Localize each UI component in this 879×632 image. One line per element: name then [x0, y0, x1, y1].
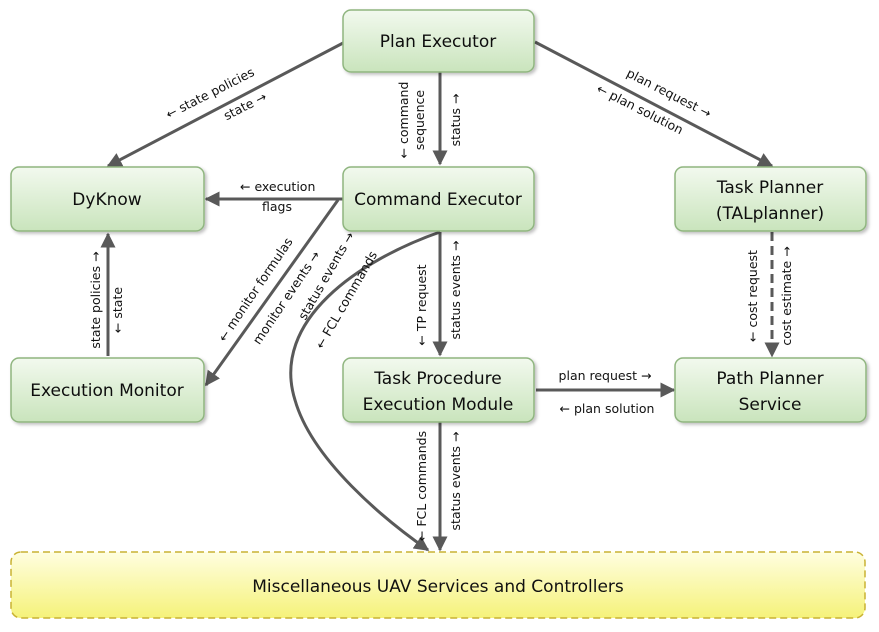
- task-planner-label-line2: (TALplanner): [716, 204, 824, 224]
- path-planner-label-line1: Path Planner: [716, 369, 823, 389]
- label-cost-estimate: cost estimate →: [779, 246, 794, 345]
- label-state-policies-vert: state policies →: [88, 251, 103, 348]
- arrow-plan-to-task-planner: [534, 40, 774, 168]
- label-tp-request: ← TP request: [414, 264, 429, 345]
- command-executor-box[interactable]: Command Executor: [342, 166, 535, 232]
- label-cost-request: ← cost request: [745, 250, 760, 342]
- label-state-vert: ← state: [110, 287, 125, 333]
- label-pp-plan-request: plan request →: [559, 368, 652, 383]
- tp-module-box[interactable]: Task Procedure Execution Module: [342, 357, 535, 423]
- label-execution-flags-2: flags: [262, 199, 292, 214]
- task-planner-label-line1: Task Planner: [716, 178, 823, 198]
- label-execution-flags-1: ← execution: [240, 179, 315, 194]
- misc-services-bus[interactable]: Miscellaneous UAV Services and Controlle…: [10, 551, 866, 619]
- connectors: [100, 40, 780, 552]
- execution-monitor-label: Execution Monitor: [30, 381, 183, 401]
- label-pp-plan-solution: ← plan solution: [560, 401, 655, 416]
- misc-services-label: Miscellaneous UAV Services and Controlle…: [252, 577, 624, 597]
- label-command-sequence-2: sequence: [412, 90, 427, 151]
- dyknow-label: DyKnow: [72, 190, 141, 210]
- path-planner-box[interactable]: Path Planner Service: [674, 357, 867, 423]
- path-planner-label-line2: Service: [739, 395, 802, 415]
- tp-module-label-line2: Execution Module: [363, 395, 514, 415]
- label-command-sequence-1: ← command: [396, 82, 411, 159]
- label-status-events-ce: status events →: [448, 241, 463, 340]
- arrow-command-executor-to-execution-monitor: [204, 199, 340, 387]
- command-executor-label: Command Executor: [354, 190, 522, 210]
- label-fcl-commands-tp: ← FCL commands: [414, 431, 429, 541]
- label-status: status →: [448, 94, 463, 147]
- arrow-command-executor-to-misc: [289, 230, 441, 552]
- dyknow-box[interactable]: DyKnow: [10, 166, 205, 232]
- tp-module-label-line1: Task Procedure: [373, 369, 502, 389]
- label-status-events-tp: status events →: [448, 432, 463, 531]
- task-planner-box[interactable]: Task Planner (TALplanner): [674, 166, 867, 232]
- label-fcl-commands-diag: ← FCL commands: [312, 248, 380, 351]
- plan-executor-label: Plan Executor: [380, 32, 497, 52]
- arrow-plan-to-dyknow: [106, 40, 346, 168]
- plan-executor-box[interactable]: Plan Executor: [342, 9, 535, 73]
- execution-monitor-box[interactable]: Execution Monitor: [10, 357, 205, 423]
